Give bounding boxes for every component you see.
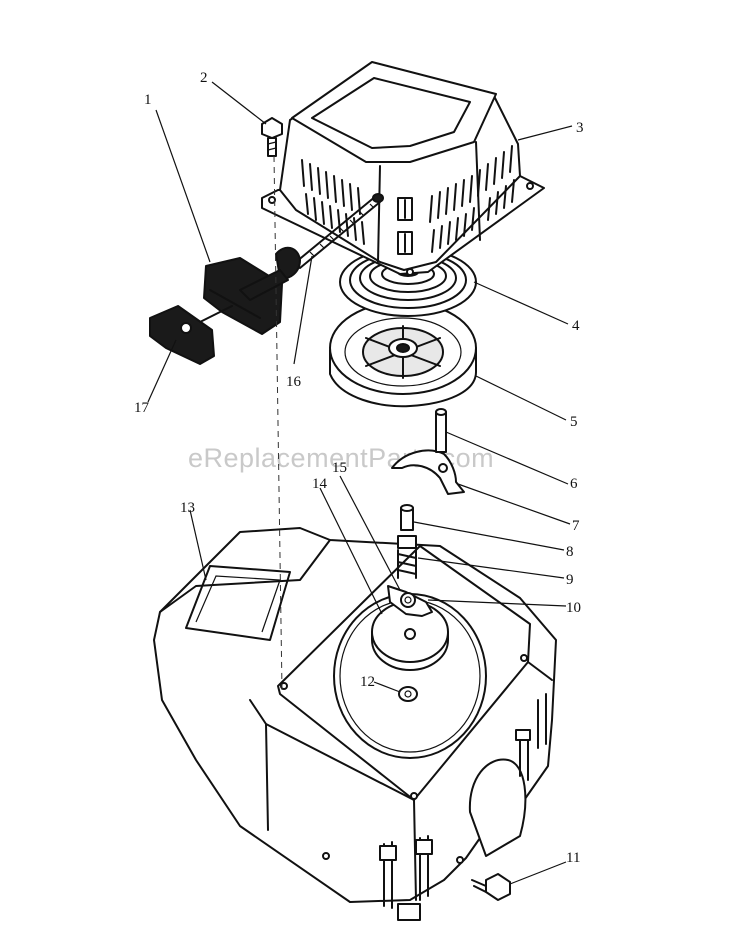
part-17-handle-grip bbox=[149, 305, 233, 365]
callout-2: 2 bbox=[200, 70, 208, 86]
part-5-pulley bbox=[329, 301, 477, 408]
callout-12: 12 bbox=[360, 674, 375, 690]
callout-15: 15 bbox=[332, 460, 347, 476]
callout-1: 1 bbox=[144, 92, 152, 108]
part-1-starter-handle bbox=[203, 246, 301, 335]
part-2-bolt bbox=[261, 117, 283, 157]
part-3-starter-housing bbox=[261, 61, 545, 276]
leader-lines bbox=[147, 81, 573, 885]
callout-16: 16 bbox=[286, 374, 302, 390]
callout-13: 13 bbox=[180, 500, 195, 516]
part-10-pawl bbox=[387, 585, 433, 617]
part-11-screw bbox=[471, 873, 511, 901]
callout-11: 11 bbox=[566, 850, 580, 866]
part-16-rope bbox=[295, 193, 384, 269]
part-12-nut bbox=[398, 686, 418, 702]
part-13-housing bbox=[153, 527, 557, 921]
part-8-shaft bbox=[400, 504, 414, 531]
part-6-pin bbox=[435, 408, 447, 453]
callout-7: 7 bbox=[572, 518, 580, 534]
callout-9: 9 bbox=[566, 572, 574, 588]
callout-6: 6 bbox=[570, 476, 578, 492]
callout-numbers: 1 2 3 4 5 6 7 8 9 10 11 12 13 14 15 16 1… bbox=[134, 70, 584, 866]
part-7-brake-plate bbox=[391, 449, 465, 495]
callout-3: 3 bbox=[576, 120, 584, 136]
callout-4: 4 bbox=[572, 318, 580, 334]
callout-17: 17 bbox=[134, 400, 150, 416]
alignment-line bbox=[273, 155, 283, 691]
callout-10: 10 bbox=[566, 600, 581, 616]
callout-14: 14 bbox=[312, 476, 328, 492]
callout-8: 8 bbox=[566, 544, 574, 560]
callout-5: 5 bbox=[570, 414, 578, 430]
part-9-spring bbox=[397, 535, 417, 579]
